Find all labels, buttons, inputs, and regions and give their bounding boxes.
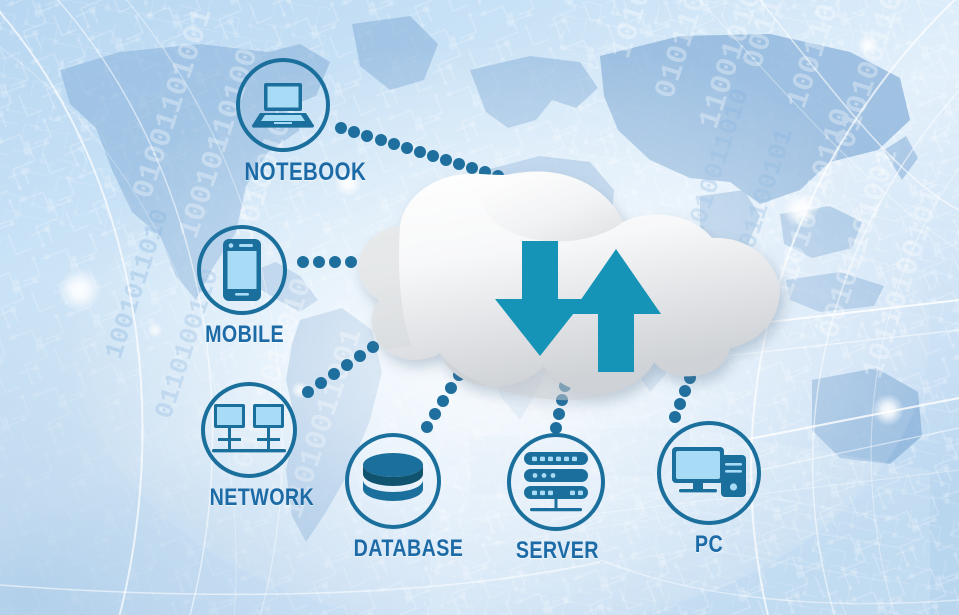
network-icon (212, 404, 286, 453)
connector-dots (297, 122, 701, 434)
notebook-ring (236, 58, 330, 152)
download-arrow-icon (495, 241, 585, 356)
desktop-icon (672, 447, 746, 497)
node-label-notebook: NOTEBOOK (244, 158, 367, 186)
node-label-mobile: MOBILE (205, 321, 285, 348)
upload-arrow-icon (571, 249, 661, 372)
server-ring (507, 433, 605, 531)
pc-ring (657, 421, 761, 525)
server-icon (524, 452, 588, 512)
node-pc[interactable]: PC (657, 421, 761, 559)
cloud-arrows (495, 241, 661, 372)
database-ring (345, 433, 441, 529)
node-label-pc: PC (694, 531, 724, 558)
node-label-server: SERVER (515, 537, 599, 564)
mobile-ring (197, 225, 287, 315)
node-network[interactable]: NETWORK (201, 382, 315, 512)
node-server[interactable]: SERVER (507, 433, 605, 565)
smartphone-icon (223, 239, 261, 301)
connector-notebook-cloud (335, 122, 504, 182)
node-label-network: NETWORK (209, 484, 315, 511)
node-mobile[interactable]: MOBILE (197, 225, 287, 349)
laptop-icon (252, 83, 314, 128)
database-icon (363, 453, 423, 501)
network-ring (201, 382, 297, 478)
node-notebook[interactable]: NOTEBOOK (236, 58, 367, 187)
node-label-database: DATABASE (353, 535, 464, 562)
cloud-shape (358, 171, 781, 401)
node-database[interactable]: DATABASE (345, 433, 464, 563)
